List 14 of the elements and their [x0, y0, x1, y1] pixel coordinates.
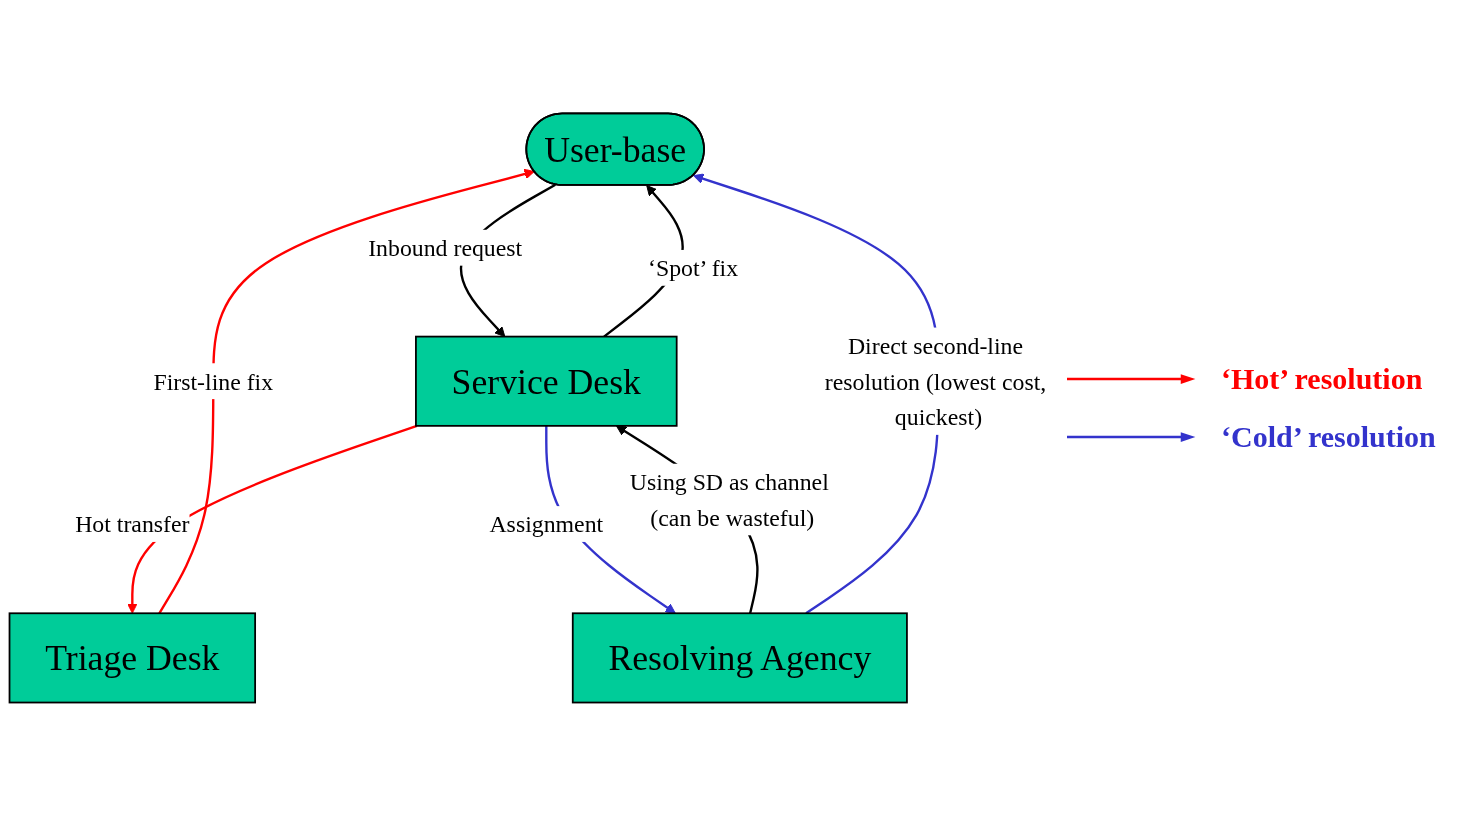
edge-label: Inbound request: [368, 234, 523, 261]
edge-label: Using SD as channel (can be wasteful): [629, 468, 829, 531]
node-box: Triage Desk: [8, 612, 257, 704]
arrow: [127, 424, 418, 614]
edge-label: Hot transfer: [75, 510, 190, 538]
arrow: [158, 168, 535, 614]
edge-label: ‘Spot’ fix: [647, 254, 739, 281]
edge-label: Direct second-line resolution (lowest cost, quickest): [824, 332, 1047, 431]
node-box: Resolving Agency: [571, 612, 908, 704]
node-box: Service Desk: [415, 335, 678, 427]
edge-label: First-line fix: [153, 368, 274, 395]
edge-label: Assignment: [489, 510, 604, 538]
legend-label: ‘Hot’ resolution: [1221, 362, 1423, 396]
legend-label: ‘Cold’ resolution: [1221, 420, 1436, 454]
